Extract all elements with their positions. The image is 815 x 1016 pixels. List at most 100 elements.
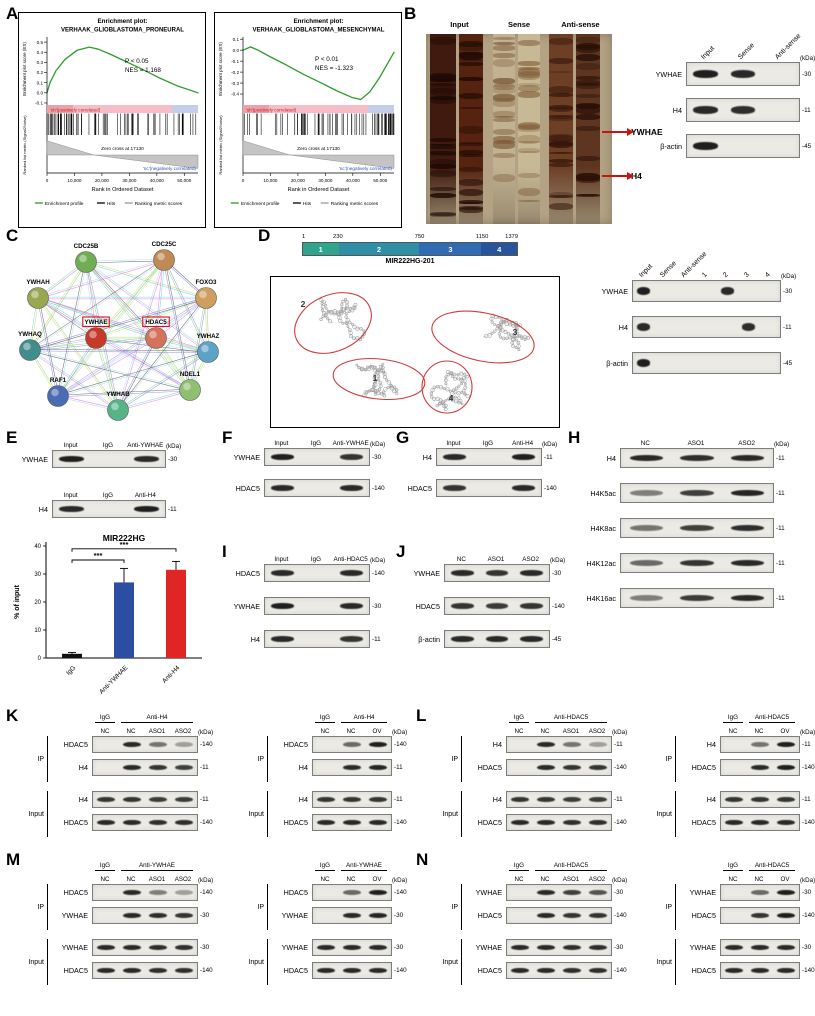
blot-strip: [92, 907, 198, 924]
scalebar-tick: 1: [302, 234, 306, 240]
network-node: CDC25B: [74, 243, 99, 273]
protein-band: [343, 912, 361, 919]
transcript-name: MIR222HG-201: [385, 258, 435, 265]
gel-band: [548, 191, 573, 199]
gel-image: [426, 34, 612, 224]
lane-label: 2: [721, 271, 730, 279]
marker-label: -30: [168, 455, 178, 463]
blot-row: H4-11: [272, 791, 407, 808]
protein-band: [589, 819, 607, 826]
marker-label: -140: [802, 912, 815, 919]
blot-row: H4-11: [52, 791, 213, 808]
gel-band: [548, 141, 573, 147]
protein-band: [270, 603, 294, 609]
svg-text:0.0: 0.0: [233, 48, 240, 53]
lane-label: NC: [728, 728, 738, 735]
gel-band: [429, 73, 456, 81]
blot-strip: [444, 597, 550, 615]
marker-label: -11: [200, 764, 209, 771]
protein-band: [680, 489, 714, 497]
marker-label: -11: [776, 594, 785, 602]
protein-band: [751, 741, 769, 748]
marker-label: -11: [168, 505, 177, 513]
blot-strip: [264, 597, 370, 615]
marker-label: -11: [200, 796, 209, 803]
gel-band: [492, 83, 516, 91]
blot-strip: [632, 280, 781, 302]
gel-band: [429, 37, 456, 45]
side-text: IP: [451, 903, 458, 911]
lane-label: NC: [346, 728, 356, 735]
svg-text:-0.2: -0.2: [231, 70, 239, 75]
svg-text:0.5: 0.5: [37, 40, 44, 45]
gel-band: [492, 128, 516, 136]
antibody-group-label: Anti-H4: [341, 714, 387, 723]
svg-text:-0.3: -0.3: [231, 81, 239, 86]
side-text: IP: [257, 755, 264, 763]
antibody-group-label: IgG: [315, 862, 335, 871]
svg-text:HDAC5: HDAC5: [145, 319, 167, 326]
svg-text:0.4: 0.4: [37, 50, 44, 55]
svg-text:40,000: 40,000: [346, 178, 360, 183]
svg-text:1: 1: [373, 373, 378, 383]
protein-band: [340, 570, 364, 576]
gel-band: [429, 153, 456, 156]
lane-label: ASO2: [588, 876, 606, 883]
blot-row: HDAC5-140: [402, 479, 557, 497]
svg-text:CDC25C: CDC25C: [152, 241, 177, 248]
protein-band: [175, 967, 193, 974]
protein-band: [123, 912, 141, 919]
protein-label: H4K16ac: [586, 593, 616, 603]
protein-band: [175, 944, 193, 951]
protein-band: [589, 796, 607, 803]
gel-arrow-label: H4: [631, 171, 642, 181]
kda-label: (kDa): [198, 877, 214, 884]
blot-row: H4K16ac -11: [574, 588, 785, 608]
svg-text:Zero cross at 17130: Zero cross at 17130: [297, 146, 340, 152]
protein-band: [340, 603, 364, 609]
lane-label: NC: [100, 876, 110, 883]
gel-band: [575, 94, 600, 99]
gel-band: [548, 58, 573, 65]
network-node: YWHAB: [106, 391, 130, 421]
kda-label: (kDa): [542, 441, 558, 448]
protein-band: [369, 741, 387, 748]
svg-text:Anti-H4: Anti-H4: [161, 664, 182, 685]
section-side-label: Input: [28, 791, 48, 837]
side-text: Input: [656, 810, 672, 818]
protein-band: [511, 967, 529, 974]
marker-label: -30: [783, 287, 793, 295]
lane-label: Input: [446, 440, 461, 447]
blot-strip: [686, 134, 800, 158]
svg-text:Anti-YWHAE: Anti-YWHAE: [98, 664, 130, 696]
protein-band: [730, 454, 765, 462]
protein-band: [511, 819, 529, 826]
svg-text:Ranked list metric (Signal2Noi: Ranked list metric (Signal2Noise): [22, 115, 27, 175]
marker-label: -140: [372, 569, 385, 577]
svg-text:-0.1: -0.1: [231, 59, 239, 64]
blot-row: H4-11: [574, 448, 785, 468]
blot-row: YWHAE-30: [52, 939, 213, 956]
svg-text:10,000: 10,000: [67, 178, 81, 183]
gel-band: [492, 135, 516, 142]
gel-band: [458, 188, 483, 197]
blot-row: YWHAE-30: [680, 884, 815, 901]
protein-label: H4: [78, 763, 88, 772]
protein-band: [511, 796, 529, 803]
gel-band: [492, 152, 516, 159]
marker-label: -140: [200, 819, 213, 826]
blot-strip: [436, 479, 542, 497]
